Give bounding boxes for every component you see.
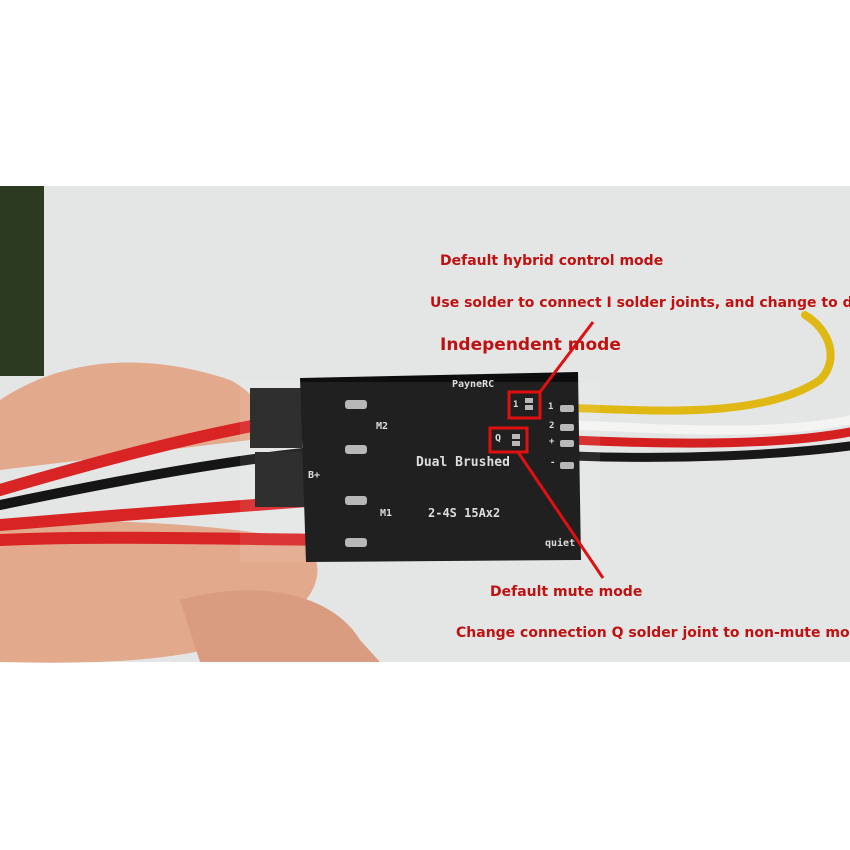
pin-label: +: [549, 437, 555, 447]
signal-wires: [566, 311, 850, 462]
q-pad-label: Q: [495, 433, 502, 444]
i-pad-highlight-box: [507, 390, 542, 420]
pointer-line: [538, 321, 595, 393]
m2-label: M2: [376, 421, 389, 432]
annotation-solder-i: Use solder to connect I solder joints, a…: [430, 295, 850, 311]
heat-shrink: [240, 382, 600, 562]
b-plus-label: B+: [308, 470, 321, 481]
highlight-marks: [488, 321, 605, 579]
annotation-solder-q: Change connection Q solder joint to non-…: [456, 625, 850, 641]
annotation-independent-mode: Independent mode: [440, 335, 621, 355]
pointer-line: [516, 451, 605, 579]
pin-label: 1: [548, 402, 554, 412]
dark-edge: [0, 186, 44, 376]
pin-label: -: [550, 458, 556, 468]
pin-label: 2: [549, 421, 555, 431]
m1-label: M1: [380, 508, 393, 519]
i-pad-label: 1: [513, 400, 519, 410]
capacitor: [250, 388, 302, 448]
capacitor: [255, 452, 305, 507]
board-model: Dual Brushed: [416, 455, 510, 470]
quiet-label: quiet: [545, 538, 576, 549]
board-brand: PayneRC: [452, 379, 495, 390]
q-pad-highlight-box: [488, 426, 529, 454]
board-spec: 2-4S 15Ax2: [428, 506, 501, 520]
annotation-hybrid-mode: Default hybrid control mode: [440, 253, 664, 269]
annotation-mute-mode: Default mute mode: [490, 584, 643, 600]
solder-pads: [345, 398, 574, 547]
